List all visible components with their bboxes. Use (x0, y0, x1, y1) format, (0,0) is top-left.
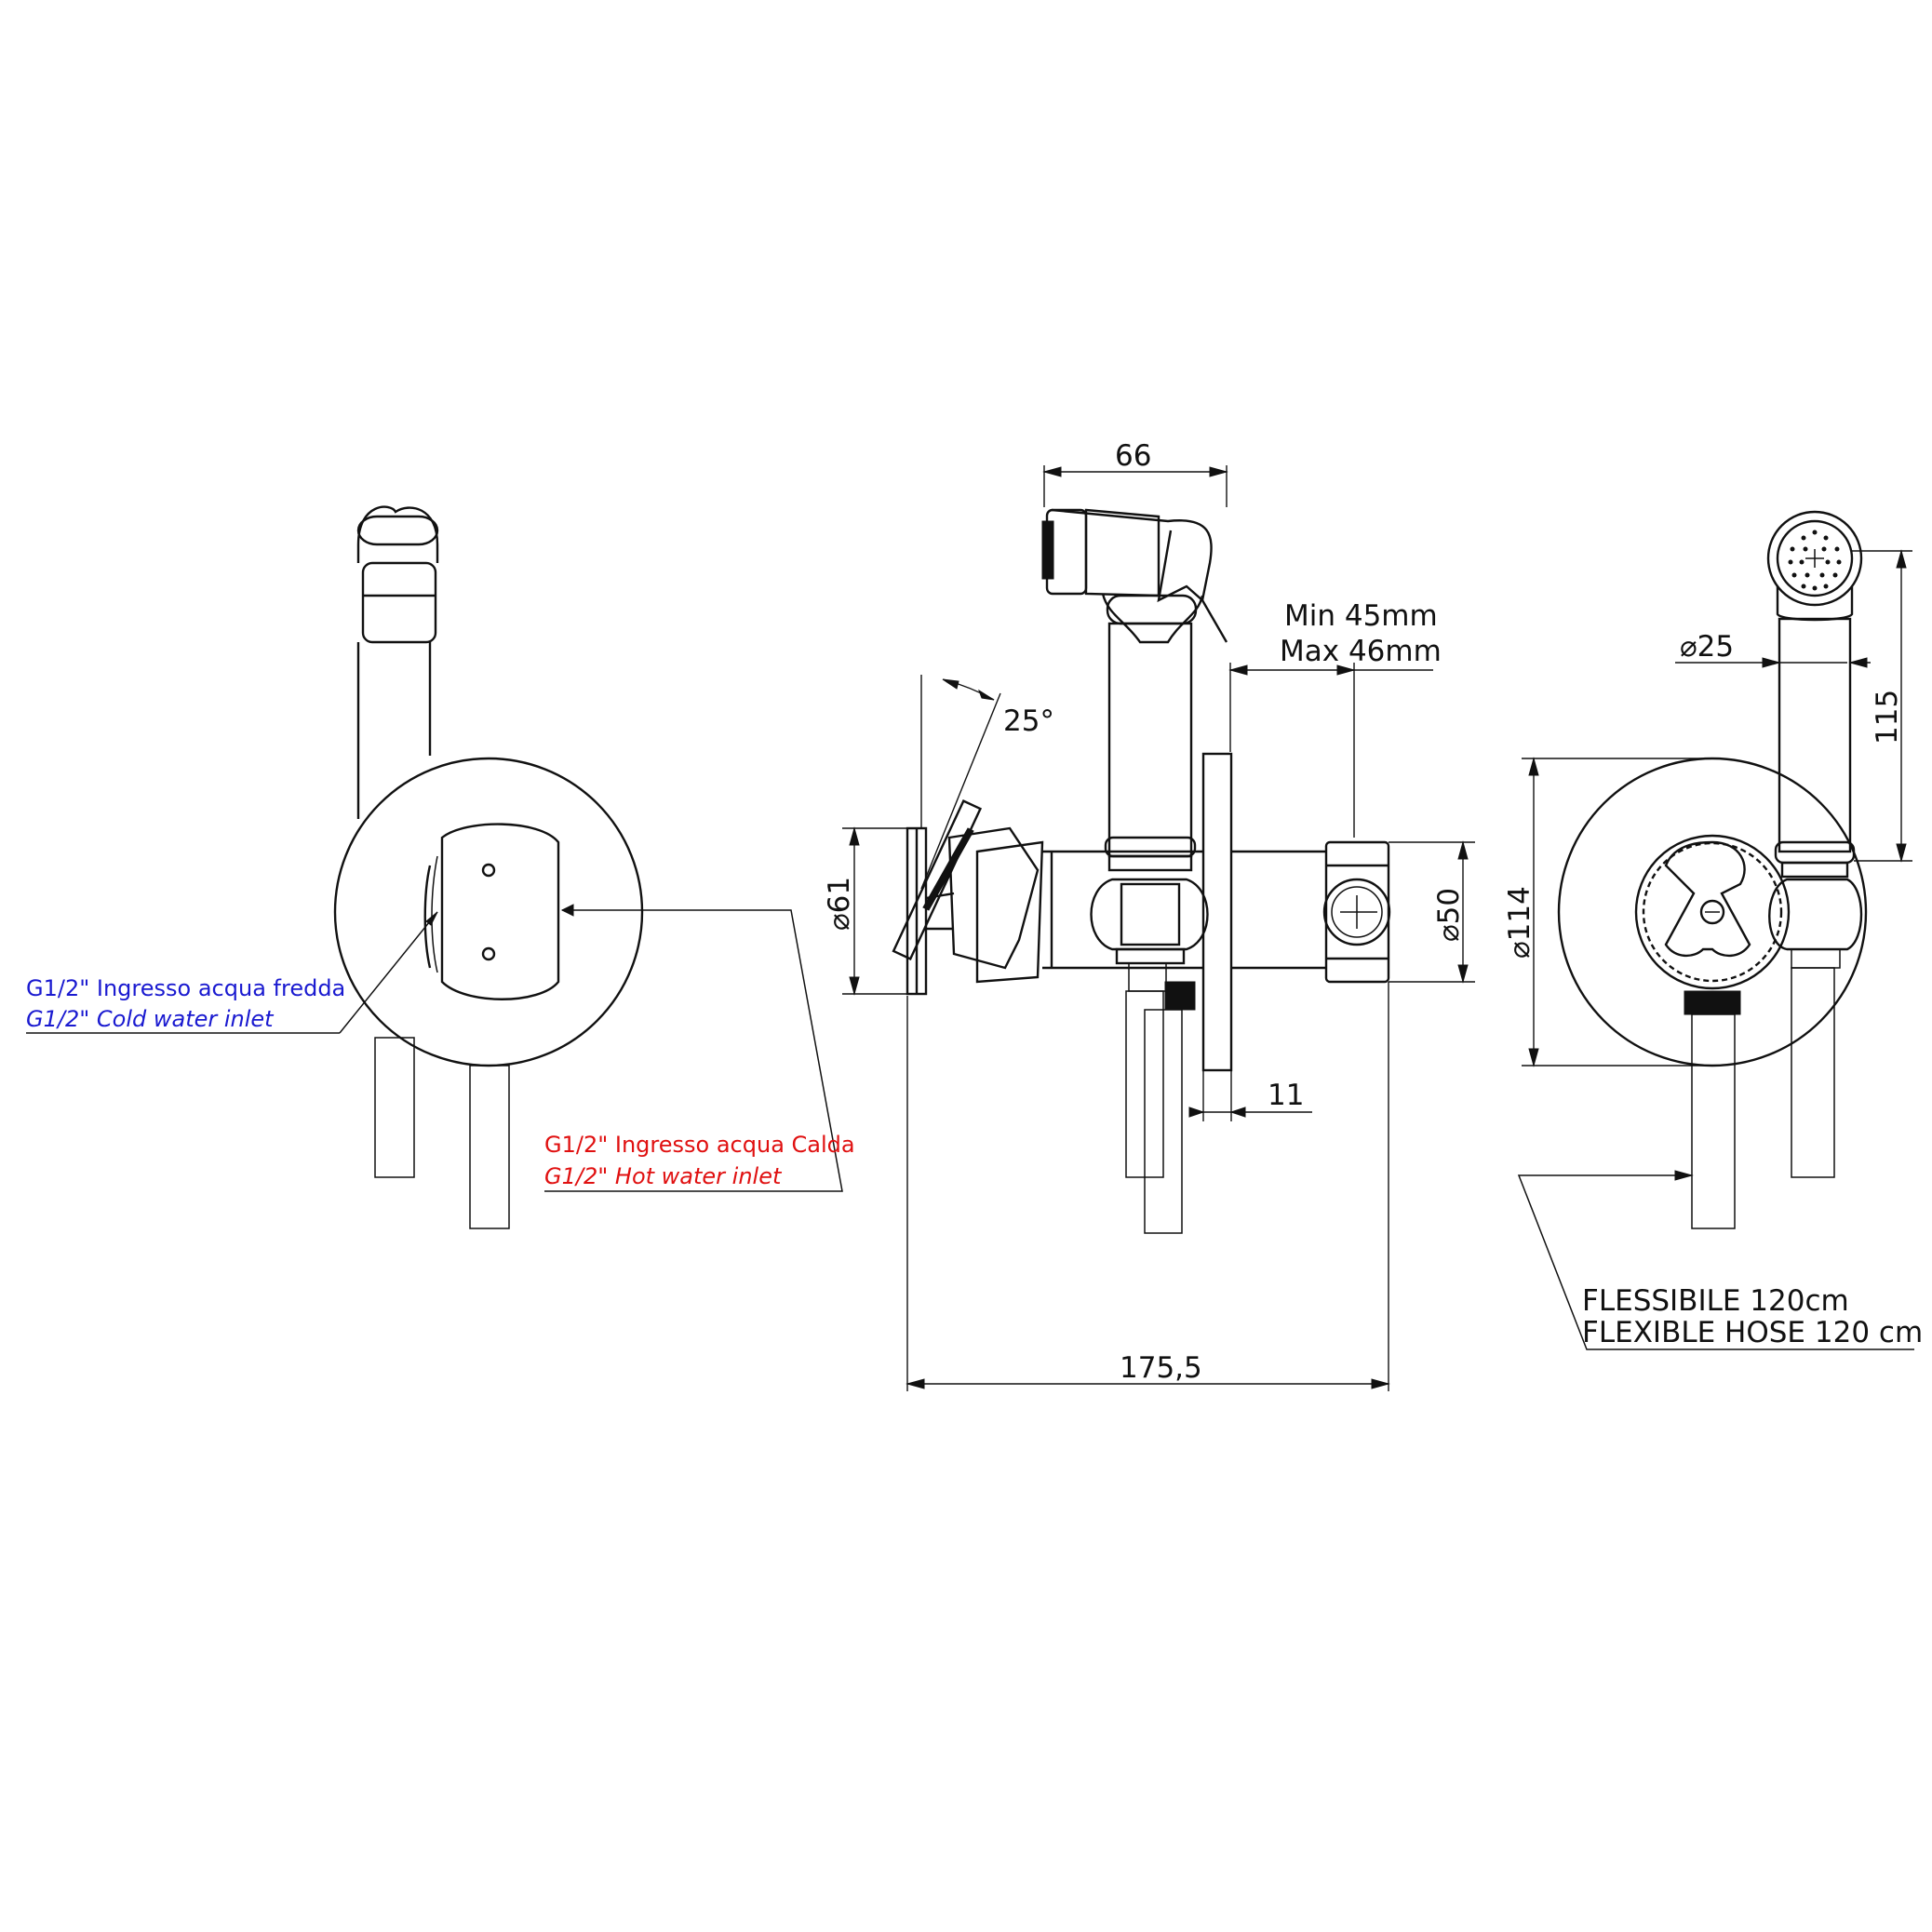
dim-spray-width: 66 (1115, 439, 1151, 473)
dim-plate-diameter: ⌀114 (1503, 886, 1536, 959)
hot-water-label: G1/2" Ingresso acqua Calda G1/2" Hot wat… (544, 1132, 855, 1189)
dim-body-diameter: ⌀50 (1432, 888, 1466, 942)
hose-label-en: FLEXIBLE HOSE 120 cm (1582, 1316, 1923, 1349)
dim-holder-height: 115 (1871, 690, 1904, 745)
hose-label-it: FLESSIBILE 120cm (1582, 1284, 1849, 1318)
front-view (26, 505, 843, 1229)
dim-angle: 25° (1003, 704, 1054, 738)
side-dimensions: 66 25° ⌀61 Min 45mm Max 46mm ⌀50 (823, 439, 1475, 1391)
cold-inlet-label-en: G1/2" Cold water inlet (26, 1006, 275, 1032)
rear-view (1557, 510, 1868, 1229)
dim-handle-diameter: ⌀61 (823, 877, 856, 931)
rear-dimensions: ⌀25 115 ⌀114 FLESSIBILE 120cm FLEXIBLE H… (1503, 549, 1923, 1350)
wall-min-label: Min 45mm (1284, 599, 1438, 633)
dim-spray-diameter: ⌀25 (1680, 630, 1734, 664)
wall-max-label: Max 46mm (1280, 635, 1442, 668)
dim-total-depth: 175,5 (1120, 1351, 1202, 1385)
hot-inlet-label-it: G1/2" Ingresso acqua Calda (544, 1132, 855, 1158)
cold-water-label: G1/2" Ingresso acqua fredda G1/2" Cold w… (26, 975, 345, 1032)
hot-inlet-label-en: G1/2" Hot water inlet (544, 1163, 783, 1189)
side-view (892, 508, 1391, 1234)
cold-inlet-label-it: G1/2" Ingresso acqua fredda (26, 975, 345, 1001)
spray-nozzle-dots (1788, 530, 1842, 591)
dim-plate-thickness: 11 (1268, 1079, 1304, 1112)
